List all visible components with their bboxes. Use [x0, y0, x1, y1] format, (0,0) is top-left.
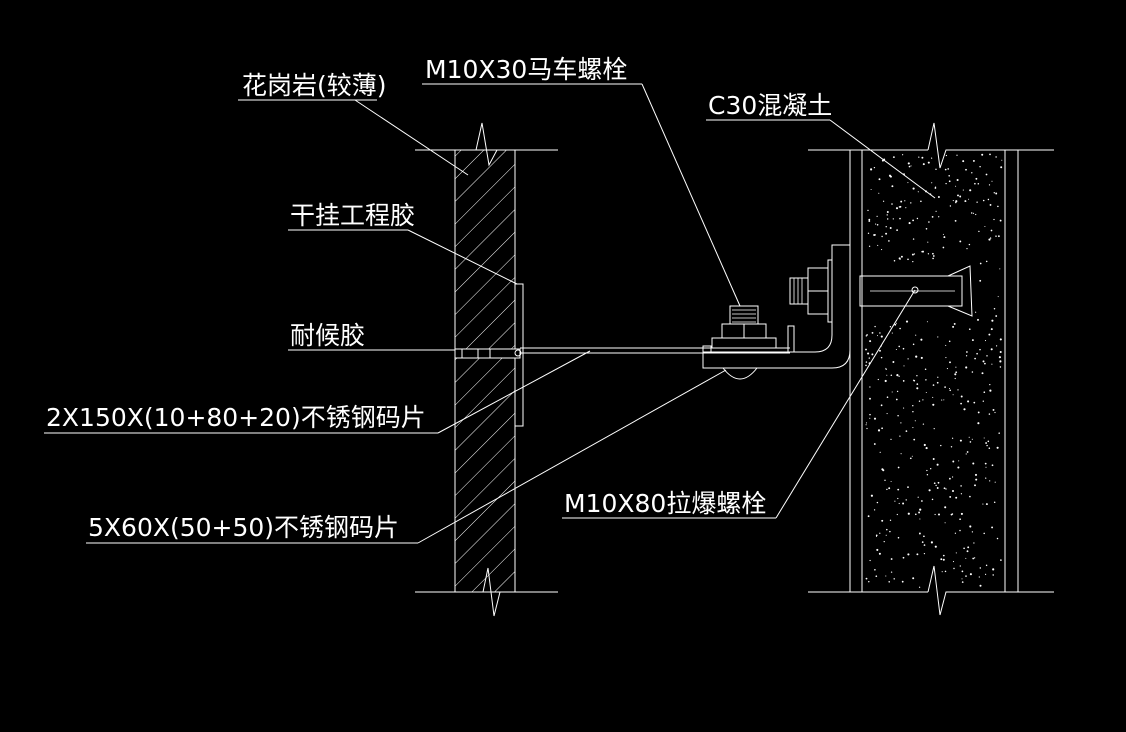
concrete-wall: [808, 122, 1054, 616]
label-expansion-bolt: M10X80拉爆螺栓: [564, 489, 766, 518]
angle-bracket: [702, 244, 851, 380]
concrete-stipple: [865, 153, 1003, 588]
label-concrete: C30混凝土: [708, 91, 832, 120]
label-plate-large: 2X150X(10+80+20)不锈钢码片: [46, 403, 426, 432]
leader-lines: [44, 83, 936, 544]
label-carriage-bolt: M10X30马车螺栓: [425, 55, 627, 84]
label-dry-hang-glue: 干挂工程胶: [290, 201, 415, 230]
label-plate-small: 5X60X(50+50)不锈钢码片: [88, 513, 399, 542]
expansion-bolt-nut: [789, 259, 833, 323]
carriage-bolt: [711, 305, 777, 349]
label-weather-glue: 耐候胶: [290, 321, 365, 350]
weather-sealant-joint: [454, 348, 522, 359]
label-granite: 花岗岩(较薄): [242, 71, 387, 100]
granite-panel: [415, 122, 558, 617]
expansion-bolt-anchor: [859, 265, 973, 317]
